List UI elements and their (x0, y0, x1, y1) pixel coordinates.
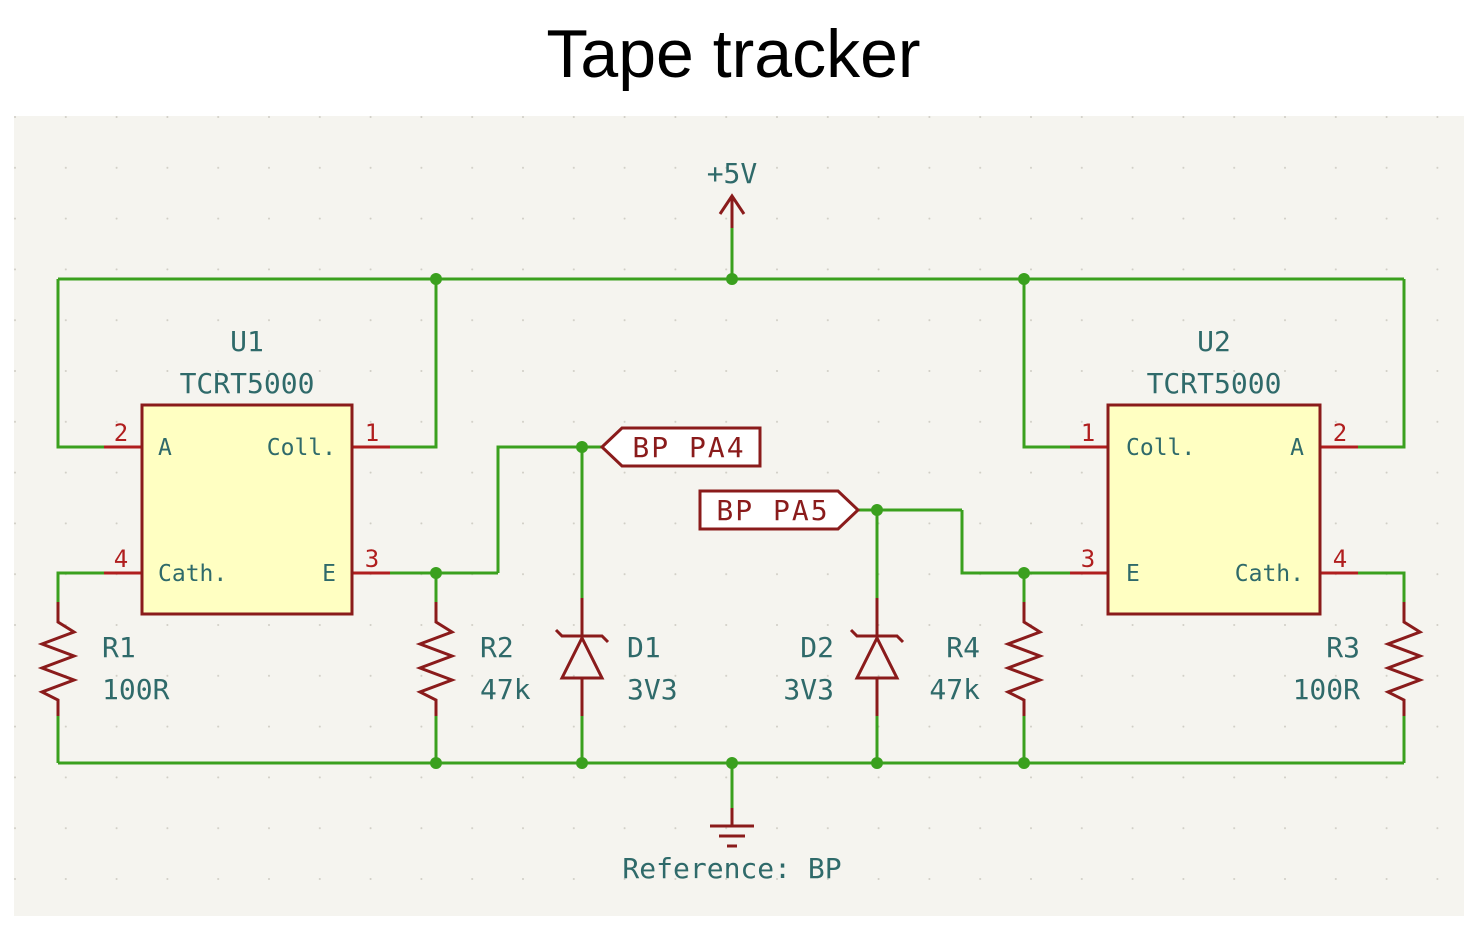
u2-value: TCRT5000 (1147, 367, 1282, 400)
u1-value: TCRT5000 (180, 367, 315, 400)
r1-ref: R1 (102, 631, 136, 664)
junction (430, 567, 442, 579)
net-label-pa5[interactable]: BP PA5 (698, 489, 861, 531)
junction (1018, 757, 1030, 769)
u2-pin-cath-label: Cath. (1235, 561, 1304, 587)
r2-component[interactable]: R2 47k (415, 602, 531, 716)
net-label-text: BP PA4 (632, 431, 745, 464)
r3-ref: R3 (1326, 631, 1360, 664)
u1-cath-wire (56, 571, 104, 602)
u2-cath-wire (1358, 571, 1406, 602)
net-label-flag (698, 489, 861, 531)
d2-value: 3V3 (783, 673, 834, 706)
junction (726, 757, 738, 769)
u2-pin-e-label: E (1126, 561, 1140, 587)
r4-ref: R4 (946, 631, 980, 664)
d1-value: 3V3 (627, 673, 678, 706)
u2-pin-coll-num: 1 (1081, 419, 1095, 447)
r3-component[interactable]: R3 100R (1293, 602, 1425, 716)
resistor-icon (37, 602, 79, 716)
u2-pin-a-label: A (1290, 435, 1304, 461)
d1-ref: D1 (627, 631, 661, 664)
r1-component[interactable]: R1 100R (37, 602, 170, 716)
u1-anode-wire (56, 279, 104, 449)
net-label-text: BP PA5 (716, 494, 829, 527)
net-label-pa4[interactable]: BP PA4 (599, 426, 762, 468)
u1-pin-a-num: 2 (114, 419, 128, 447)
u1-pin-e-label: E (322, 561, 336, 587)
u1-pin-cath-label: Cath. (158, 561, 227, 587)
u2-e-wire (960, 510, 1070, 575)
d2-ref: D2 (800, 631, 834, 664)
u1-pin-a-label: A (158, 435, 172, 461)
power-label: +5V (707, 157, 758, 190)
u1-pin-coll-num: 1 (365, 419, 379, 447)
r4-value: 47k (929, 673, 980, 706)
u2-body (1106, 403, 1322, 616)
junction (1018, 567, 1030, 579)
u1-ref: U1 (230, 325, 264, 358)
r2-value: 47k (480, 673, 531, 706)
u2-coll-wire (1022, 279, 1070, 449)
u1-coll-wire (390, 279, 438, 449)
u1-component[interactable]: U1 TCRT5000 2 4 1 3 A Cath. Coll. E (104, 325, 390, 616)
junction (726, 273, 738, 285)
junction (871, 504, 883, 516)
u2-pin-e-num: 3 (1081, 545, 1095, 573)
junction (430, 273, 442, 285)
power-arrow-icon (718, 193, 746, 215)
u2-pin-cath-num: 4 (1333, 545, 1347, 573)
d1-component[interactable]: D1 3V3 (554, 598, 678, 716)
zener-bar (554, 628, 610, 644)
r1-value: 100R (102, 673, 170, 706)
junction (871, 757, 883, 769)
u2-pin-coll-label: Coll. (1126, 435, 1195, 461)
diagram-title: Tape tracker (546, 16, 921, 92)
u2-pin-a-num: 2 (1333, 419, 1347, 447)
resistor-icon (415, 602, 457, 716)
u2-anode-wire (1358, 279, 1406, 449)
r4-component[interactable]: R4 47k (929, 602, 1045, 716)
r3-value: 100R (1293, 673, 1361, 706)
ground-symbol: Reference: BP (622, 808, 842, 885)
u1-pin-cath-num: 4 (114, 545, 128, 573)
r2-ref: R2 (480, 631, 514, 664)
junction (576, 757, 588, 769)
ground-label: Reference: BP (622, 852, 841, 885)
resistor-icon (1003, 602, 1045, 716)
net-label-flag (599, 426, 762, 468)
u1-body (140, 403, 354, 616)
power-symbol-5v: +5V (707, 157, 758, 228)
resistor-icon (1383, 602, 1425, 716)
junction (1018, 273, 1030, 285)
d2-component[interactable]: D2 3V3 (783, 598, 905, 716)
pa4-wire (496, 445, 582, 573)
junction (430, 757, 442, 769)
junction (576, 441, 588, 453)
u2-component[interactable]: U2 TCRT5000 1 3 2 4 Coll. E A Cath. (1070, 325, 1358, 616)
u2-ref: U2 (1197, 325, 1231, 358)
u1-pin-coll-label: Coll. (267, 435, 336, 461)
zener-bar (849, 628, 905, 644)
u1-pin-e-num: 3 (365, 545, 379, 573)
junctions (430, 273, 1030, 769)
